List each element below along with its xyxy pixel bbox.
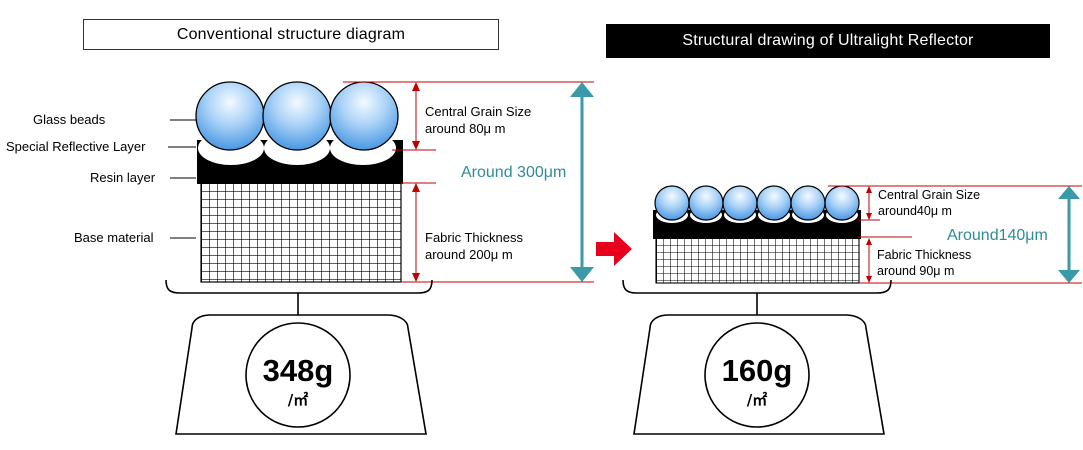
conv-total-thickness-arrow <box>570 82 594 282</box>
conv-fabric-thickness-value: around 200μ m <box>425 247 513 262</box>
ultra-fabric-thickness-label: Fabric Thickness <box>877 248 971 262</box>
ultralight-structure: Central Grain Size around40μ m Fabric Th… <box>622 185 1082 435</box>
conv-dimension-arrowheads <box>412 82 420 282</box>
conventional-title: Conventional structure diagram <box>83 19 499 50</box>
ultra-total-thickness-arrow <box>1058 186 1080 283</box>
conventional-structure: Glass beads Special Reflective Layer Res… <box>6 81 594 435</box>
ultra-glass-bead <box>756 185 792 221</box>
conv-weight-unit: /㎡ <box>288 391 308 409</box>
ultra-glass-bead <box>824 185 860 221</box>
ultra-fabric-thickness-value: around 90μ m <box>877 264 954 278</box>
conv-weight-value: 348g <box>263 353 334 388</box>
ultra-base-material <box>655 237 860 284</box>
ultra-scale <box>622 279 892 435</box>
ultra-grain-size-value: around40μ m <box>878 204 952 218</box>
conv-weight-dial <box>245 322 351 428</box>
ultra-glass-bead <box>688 185 724 221</box>
conv-glass-bead <box>262 81 332 151</box>
ultra-total-thickness-label: Around140μm <box>947 227 1048 244</box>
ultra-weight-value: 160g <box>722 353 793 388</box>
conv-glass-bead <box>195 81 265 151</box>
conv-base-material <box>200 182 402 283</box>
conv-scale <box>165 279 433 435</box>
label-glass-beads: Glass beads <box>33 112 106 127</box>
red-arrow-icon <box>596 232 632 266</box>
ultra-weight-dial <box>704 322 810 428</box>
conv-dimension-lines <box>343 81 594 283</box>
ultra-dimension-lines <box>828 185 1082 284</box>
label-special-reflective-layer: Special Reflective Layer <box>6 139 146 154</box>
ultra-dimension-arrowheads <box>866 186 872 283</box>
ultra-glass-bead <box>790 185 826 221</box>
ultra-glass-beads <box>654 185 860 221</box>
ultra-glass-bead <box>654 185 690 221</box>
conv-total-thickness-label: Around 300μm <box>461 164 566 181</box>
conv-fabric-thickness-label: Fabric Thickness <box>425 230 524 245</box>
conv-glass-beads <box>195 81 399 151</box>
conv-grain-size-value: around 80μ m <box>425 121 505 136</box>
label-resin-layer: Resin layer <box>90 170 156 185</box>
conv-glass-bead <box>329 81 399 151</box>
ultra-glass-bead <box>722 185 758 221</box>
ultra-weight-unit: /㎡ <box>747 391 767 409</box>
conv-grain-size-label: Central Grain Size <box>425 104 531 119</box>
label-base-material: Base material <box>74 230 154 245</box>
ultralight-title: Structural drawing of Ultralight Reflect… <box>606 24 1050 58</box>
ultra-grain-size-label: Central Grain Size <box>878 188 980 202</box>
